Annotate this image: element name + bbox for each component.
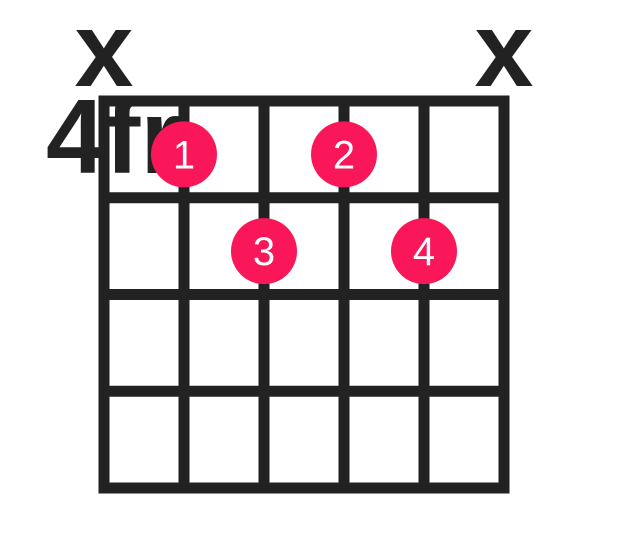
finger-dot: 3 — [231, 218, 297, 285]
finger-number-label: 1 — [173, 133, 195, 177]
muted-string-icon: x — [75, 0, 134, 109]
finger-number-label: 4 — [413, 230, 435, 274]
finger-dot: 1 — [151, 121, 217, 188]
finger-dot-circle — [311, 121, 377, 188]
finger-dot-circle — [231, 218, 297, 285]
finger-dot-circle — [391, 218, 457, 285]
finger-dots: 1 2 3 4 — [151, 121, 457, 285]
finger-number-label: 3 — [253, 230, 275, 274]
finger-dot-circle — [151, 121, 217, 188]
finger-dot: 4 — [391, 218, 457, 285]
muted-string-icon: x — [475, 0, 534, 109]
finger-number-label: 2 — [333, 133, 355, 177]
finger-dot: 2 — [311, 121, 377, 188]
